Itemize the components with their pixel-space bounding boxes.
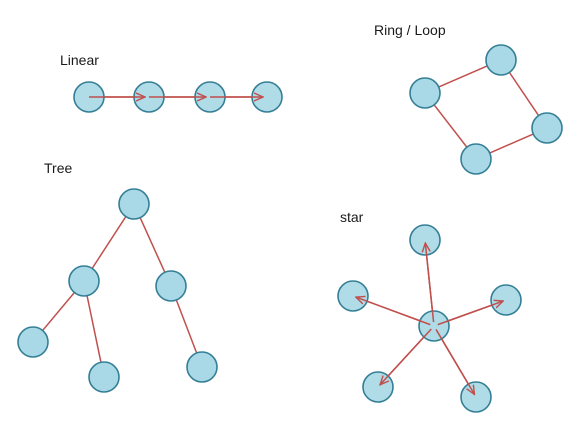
star-spoke-node-top [409,224,441,256]
star-edge-4-overlay-arrow [380,328,432,385]
ring-node-1 [409,77,441,109]
star-label: star [340,209,364,225]
star-spoke-node-bottom-right [460,381,492,413]
ring-loop-label: Ring / Loop [374,22,446,38]
star-edge-2-overlay-arrow [356,297,431,326]
star-edge-5-overlay-arrow [435,329,474,394]
ring-node-4 [460,143,492,175]
tree-leaf-node-2 [88,361,120,393]
tree-right-child-node [155,270,187,302]
ring-edge-1-arrow [430,62,498,92]
tree-edge-2-arrow [135,209,169,282]
tree-edge-1-arrow [86,208,132,278]
nodes-layer [17,44,563,413]
tree-edge-5-arrow [172,291,200,364]
ring-edge-4-arrow [427,96,473,155]
linear-label: Linear [60,52,99,68]
star-spoke-node-right [490,284,522,316]
tree-root-node [118,188,150,220]
ring-node-2 [485,44,517,76]
tree-edge-4-arrow [84,286,103,373]
tree-leaf-node-3 [186,351,218,383]
star-edge-3-overlay-arrow [437,301,503,326]
ring-edge-2-arrow [503,64,544,125]
star-spoke-node-left [337,280,369,312]
tree-label: Tree [44,160,73,176]
tree-leaf-node-1 [17,326,49,358]
tree-left-child-node [68,265,100,297]
star-edge-1-overlay-arrow [425,243,435,323]
ring-node-3 [531,112,563,144]
edges-layer [36,62,545,395]
